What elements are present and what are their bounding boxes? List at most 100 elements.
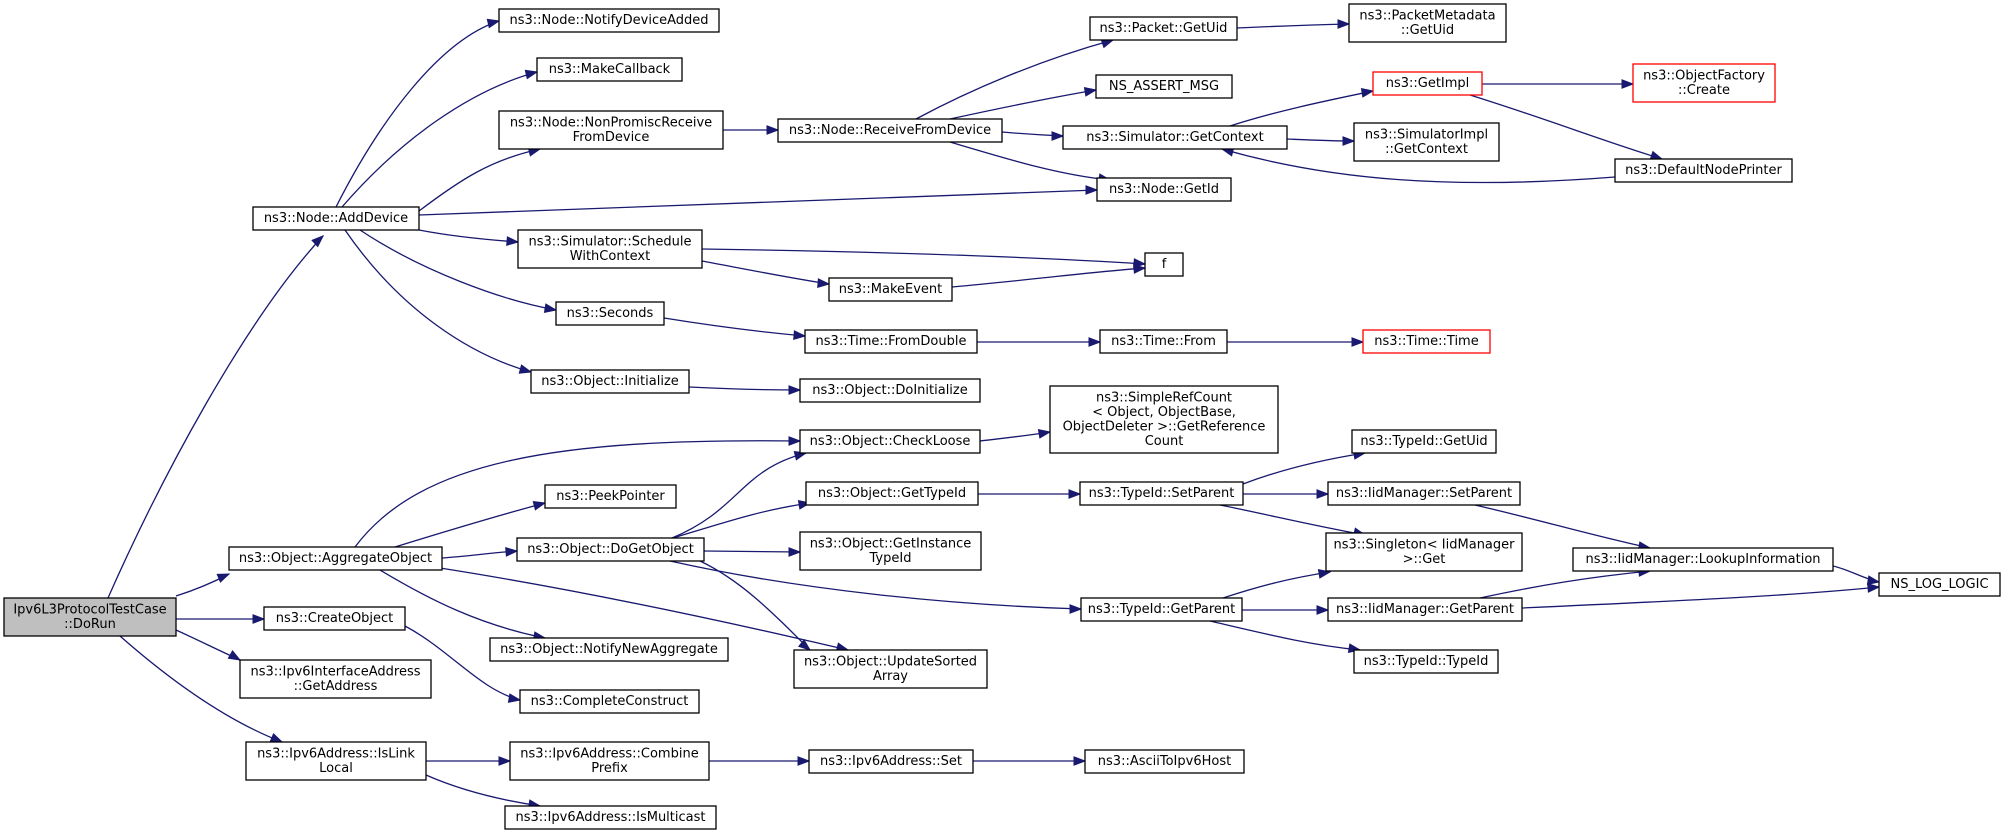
arrowhead	[1037, 429, 1052, 439]
node-label-line: Local	[319, 761, 353, 776]
node-label-line: ns3::CreateObject	[276, 611, 394, 626]
node-box	[519, 689, 700, 714]
node-label-line: ns3::Object::DoInitialize	[812, 383, 968, 398]
node-label-line: NS_ASSERT_MSG	[1109, 79, 1219, 94]
node-iidmanager-setparent[interactable]: ns3::IidManager::SetParent	[1327, 481, 1521, 506]
edge-node_receivefromdevice-to-ns_assert_msg	[949, 87, 1098, 120]
edge-dorun-to-object_aggregateobject	[175, 573, 231, 597]
node-seconds[interactable]: ns3::Seconds	[555, 301, 665, 326]
node-simplerefcount[interactable]: ns3::SimpleRefCount< Object, ObjectBase,…	[1049, 385, 1279, 454]
node-objectfactory-create[interactable]: ns3::ObjectFactory::Create	[1632, 63, 1776, 103]
node-box	[1351, 429, 1497, 454]
node-label-line: ns3::Object::DoGetObject	[527, 542, 694, 557]
node-iidmanager-lookupinformation[interactable]: ns3::IidManager::LookupInformation	[1572, 547, 1834, 572]
edge-node_nonpromisc-to-node_receivefromdevice	[723, 125, 780, 135]
edge-object_aggregateobject-to-object_dogetobject	[441, 547, 519, 559]
arrowhead	[1316, 605, 1330, 615]
node-completeconstruct[interactable]: ns3::CompleteConstruct	[519, 689, 700, 714]
node-time-time[interactable]: ns3::Time::Time	[1362, 329, 1491, 354]
arrowhead	[227, 650, 242, 661]
node-typeid-getparent[interactable]: ns3::TypeId::GetParent	[1080, 597, 1243, 622]
edge-node_adddevice-to-node_notifydeviceadded	[335, 18, 501, 208]
node-node-adddevice[interactable]: ns3::Node::AddDevice	[252, 206, 420, 231]
edge-time_fromdouble-to-time_from	[977, 337, 1102, 347]
node-node-receivefromdevice[interactable]: ns3::Node::ReceiveFromDevice	[777, 118, 1003, 143]
node-f[interactable]: f	[1144, 252, 1184, 277]
node-label-line: ns3::Packet::GetUid	[1100, 21, 1228, 36]
edge-object_gettypeid-to-typeid_setparent	[978, 489, 1082, 499]
node-ipv6address-ismulticast[interactable]: ns3::Ipv6Address::IsMulticast	[504, 805, 717, 830]
arrowhead	[1866, 575, 1881, 585]
arrowhead	[507, 693, 522, 703]
arrowhead	[1069, 604, 1083, 614]
node-peekpointer[interactable]: ns3::PeekPointer	[544, 484, 677, 509]
edge-node_adddevice-to-seconds	[359, 229, 558, 313]
edge-simulator_schedule-to-makeevent	[701, 260, 831, 288]
node-makeevent[interactable]: ns3::MakeEvent	[828, 277, 953, 302]
node-box	[3, 597, 177, 637]
node-typeid-typeid[interactable]: ns3::TypeId::TypeId	[1353, 649, 1499, 674]
node-ipv6address-set[interactable]: ns3::Ipv6Address::Set	[808, 749, 974, 774]
node-getimpl[interactable]: ns3::GetImpl	[1372, 71, 1483, 96]
arrowhead	[506, 236, 520, 246]
node-simulatorimpl-getcontext[interactable]: ns3::SimulatorImpl::GetContext	[1353, 122, 1500, 162]
node-label-line: ns3::Seconds	[567, 306, 654, 321]
node-box	[1096, 177, 1232, 202]
node-typeid-setparent[interactable]: ns3::TypeId::SetParent	[1079, 481, 1244, 506]
node-object-checkloose[interactable]: ns3::Object::CheckLoose	[799, 429, 981, 454]
node-node-getid[interactable]: ns3::Node::GetId	[1096, 177, 1232, 202]
node-time-from[interactable]: ns3::Time::From	[1099, 329, 1228, 354]
edge-time_from-to-time_time	[1227, 337, 1365, 347]
node-time-fromdouble[interactable]: ns3::Time::FromDouble	[804, 329, 978, 354]
node-iidmanager-getparent[interactable]: ns3::IidManager::GetParent	[1327, 597, 1523, 622]
arrowhead	[1051, 131, 1065, 141]
node-singleton-get[interactable]: ns3::Singleton< IidManager>::Get	[1325, 532, 1523, 572]
node-label-line: ns3::Node::ReceiveFromDevice	[789, 123, 991, 138]
node-makecallback[interactable]: ns3::MakeCallback	[536, 57, 683, 82]
node-label-line: ns3::Time::FromDouble	[816, 334, 967, 349]
node-simulator-getcontext[interactable]: ns3::Simulator::GetContext	[1062, 125, 1288, 150]
node-label-line: < Object, ObjectBase,	[1092, 405, 1236, 420]
node-ns-log-logic[interactable]: NS_LOG_LOGIC	[1878, 572, 2001, 597]
node-object-dogetobject[interactable]: ns3::Object::DoGetObject	[516, 537, 705, 562]
edge-ipv6address_combineprefix-to-ipv6address_set	[709, 756, 811, 766]
node-object-initialize[interactable]: ns3::Object::Initialize	[530, 369, 690, 394]
node-object-aggregateobject[interactable]: ns3::Object::AggregateObject	[228, 546, 443, 571]
node-box	[263, 606, 406, 631]
node-object-gettypeid[interactable]: ns3::Object::GetTypeId	[805, 481, 979, 506]
node-packet-getuid[interactable]: ns3::Packet::GetUid	[1089, 16, 1238, 41]
node-box	[1049, 385, 1279, 454]
node-defaultnodeprinter[interactable]: ns3::DefaultNodePrinter	[1614, 158, 1793, 183]
node-label-line: ns3::Ipv6Address::Combine	[520, 746, 698, 761]
node-box	[1372, 71, 1483, 96]
node-box	[1095, 74, 1233, 99]
node-box	[1327, 481, 1521, 506]
node-box	[799, 429, 981, 454]
node-box	[1099, 329, 1228, 354]
node-typeid-getuid[interactable]: ns3::TypeId::GetUid	[1351, 429, 1497, 454]
node-createobject[interactable]: ns3::CreateObject	[263, 606, 406, 631]
node-ns-assert-msg[interactable]: NS_ASSERT_MSG	[1095, 74, 1233, 99]
node-label-line: ::Create	[1678, 83, 1730, 98]
arrowhead	[532, 501, 547, 511]
arrowhead	[797, 756, 811, 766]
edge-ipv6address_set-to-asciitoipv6host	[973, 756, 1087, 766]
node-label-line: ns3::Simulator::Schedule	[528, 234, 691, 249]
node-object-doinitialize[interactable]: ns3::Object::DoInitialize	[799, 378, 981, 403]
node-packetmetadata-getuid[interactable]: ns3::PacketMetadata::GetUid	[1348, 3, 1507, 43]
node-node-notifydeviceadded[interactable]: ns3::Node::NotifyDeviceAdded	[498, 8, 720, 33]
edge-object_aggregateobject-to-peekpointer	[394, 501, 547, 548]
node-box	[1144, 252, 1184, 277]
node-box	[1080, 597, 1243, 622]
node-ipv6interfaceaddress-getaddress[interactable]: ns3::Ipv6InterfaceAddress::GetAddress	[239, 659, 432, 699]
node-object-notifynewaggregate[interactable]: ns3::Object::NotifyNewAggregate	[489, 637, 729, 662]
node-asciitoipv6host[interactable]: ns3::AsciiToIpv6Host	[1084, 749, 1245, 774]
node-dorun[interactable]: Ipv6L3ProtocolTestCase::DoRun	[3, 597, 177, 637]
